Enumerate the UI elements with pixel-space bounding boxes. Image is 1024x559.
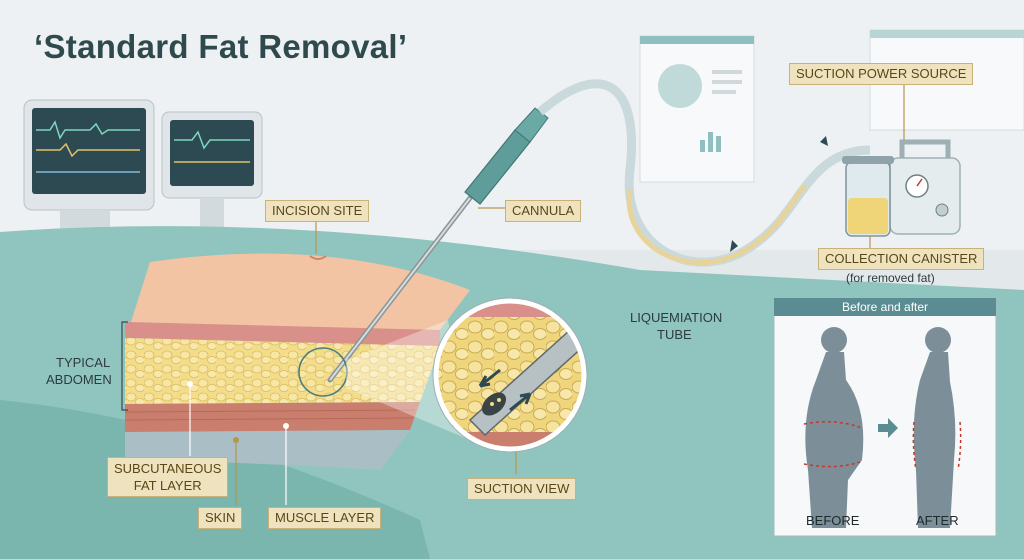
- label-subcutaneous-fat-line2: FAT LAYER: [133, 478, 202, 493]
- label-before: BEFORE: [806, 513, 860, 528]
- label-after: AFTER: [916, 513, 959, 528]
- diagram-title: ‘Standard Fat Removal’: [34, 28, 408, 65]
- label-incision-site: INCISION SITE: [265, 200, 370, 222]
- label-liquefaction-tube-line1: LIQUEMIATION: [630, 310, 723, 325]
- label-suction-power-source: SUCTION POWER SOURCE: [789, 63, 974, 85]
- label-muscle-layer: MUSCLE LAYER: [268, 507, 382, 529]
- label-cannula: CANNULA: [505, 200, 582, 222]
- label-suction-view: SUCTION VIEW: [467, 478, 577, 500]
- suction-view-magnifier: [432, 297, 588, 453]
- label-typical-abdomen-line1: TYPICAL: [56, 355, 111, 370]
- label-collection-canister-note: (for removed fat): [846, 271, 935, 285]
- arrow-right-icon: [878, 418, 898, 438]
- silhouette-after-icon: [912, 327, 962, 528]
- silhouette-before-icon: [803, 327, 864, 528]
- before-after-header: Before and after: [774, 298, 996, 316]
- muscle-layer: [125, 402, 420, 432]
- wall-chart: [639, 35, 755, 183]
- label-collection-canister: COLLECTION CANISTER: [818, 248, 985, 270]
- subcutaneous-fat-layer: [125, 338, 440, 404]
- label-liquefaction-tube-line2: TUBE: [657, 327, 692, 342]
- label-typical-abdomen-line2: ABDOMEN: [46, 372, 112, 387]
- label-subcutaneous-fat-line1: SUBCUTANEOUS: [114, 461, 222, 476]
- label-skin: SKIN: [198, 507, 243, 529]
- label-subcutaneous-fat-layer: SUBCUTANEOUS FAT LAYER: [107, 457, 229, 497]
- before-after-panel: [773, 297, 997, 537]
- suction-machine-icon: [842, 139, 961, 237]
